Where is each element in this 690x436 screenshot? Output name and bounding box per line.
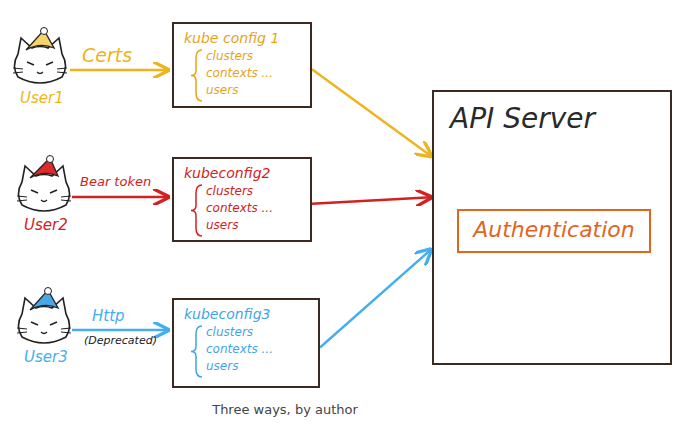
config-title: kubeconfig2 — [184, 165, 302, 181]
kubeconfig-box: kubeconfig2 clusterscontexts ...users — [172, 157, 312, 242]
config-item: contexts ... — [184, 341, 310, 358]
auth-title: Authentication — [473, 217, 635, 242]
connector-arrow — [320, 250, 431, 348]
caption: Three ways, by author — [0, 402, 630, 417]
config-item: contexts ... — [184, 200, 302, 217]
server-box: API ServerAuthentication — [432, 90, 672, 365]
user-label: User1 — [20, 89, 64, 107]
config-item: contexts ... — [184, 65, 302, 82]
kubeconfig-box: kubeconfig3 clusterscontexts ...users — [172, 298, 320, 388]
config-item: users — [184, 82, 302, 99]
config-item: users — [184, 358, 310, 375]
server-title: API Server — [450, 102, 654, 135]
signal-label: Bear token — [80, 174, 151, 189]
config-title: kube config 1 — [184, 30, 302, 46]
user-label: User2 — [24, 216, 68, 234]
signal-label: Http — [92, 307, 125, 325]
connector-arrow — [312, 197, 431, 204]
config-item: clusters — [184, 183, 302, 200]
config-title: kubeconfig3 — [184, 306, 310, 322]
note-label: (Deprecated) — [84, 334, 157, 347]
auth-box: Authentication — [457, 209, 651, 253]
config-item: clusters — [184, 324, 310, 341]
config-item: users — [184, 217, 302, 234]
kubeconfig-box: kube config 1 clusterscontexts ...users — [172, 22, 312, 108]
config-item: clusters — [184, 48, 302, 65]
user-label: User3 — [24, 348, 68, 366]
signal-label: Certs — [82, 44, 132, 66]
connector-arrow — [312, 69, 431, 156]
